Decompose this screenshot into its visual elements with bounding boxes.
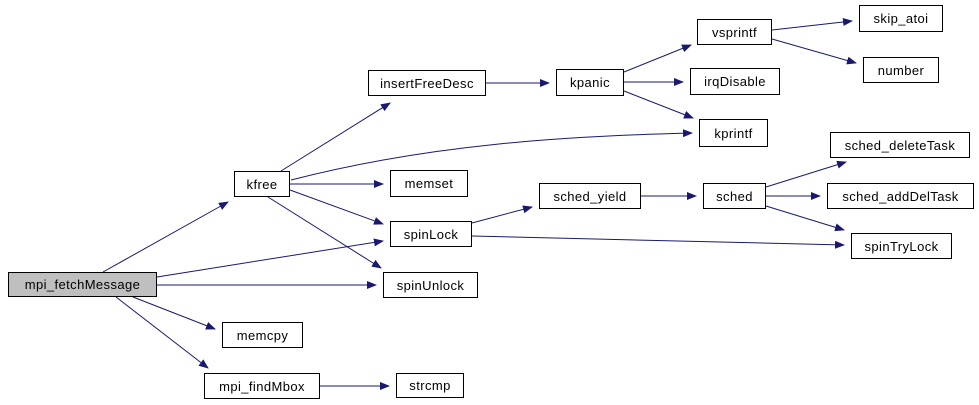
edge-kfree-to-spinLock — [289, 189, 384, 225]
node-spinUnlock[interactable]: spinUnlock — [383, 272, 478, 298]
node-spinTryLock[interactable]: spinTryLock — [851, 233, 952, 259]
node-number[interactable]: number — [863, 57, 939, 83]
node-irqDisable[interactable]: irqDisable — [690, 68, 780, 95]
edge-mpi_fetchMessage-to-mpi_findMbox — [115, 296, 209, 369]
node-kfree[interactable]: kfree — [234, 171, 290, 197]
node-insertFreeDesc[interactable]: insertFreeDesc — [368, 70, 486, 96]
edge-kpanic-to-kprintf — [623, 90, 694, 119]
node-sched_addDelTask[interactable]: sched_addDelTask — [827, 183, 974, 209]
node-memset[interactable]: memset — [390, 170, 468, 197]
edges-group — [102, 18, 857, 390]
node-strcmp[interactable]: strcmp — [396, 373, 464, 398]
edge-sched-to-sched_deleteTask — [765, 160, 847, 188]
edge-mpi_fetchMessage-to-kfree — [102, 201, 229, 273]
node-sched[interactable]: sched — [703, 183, 766, 209]
edge-spinLock-to-spinTryLock — [471, 235, 845, 249]
node-skip_atoi[interactable]: skip_atoi — [859, 5, 943, 32]
edge-vsprintf-to-number — [771, 38, 857, 65]
node-memcpy[interactable]: memcpy — [222, 322, 303, 348]
edge-kfree-to-kprintf — [290, 129, 693, 181]
node-sched_deleteTask[interactable]: sched_deleteTask — [830, 132, 970, 158]
edge-mpi_fetchMessage-to-memcpy — [132, 296, 216, 330]
edge-kpanic-to-vsprintf — [623, 44, 692, 73]
node-vsprintf[interactable]: vsprintf — [697, 19, 772, 45]
node-mpi_fetchMessage: mpi_fetchMessage — [8, 272, 157, 297]
edge-kfree-to-spinUnlock — [267, 196, 382, 269]
edge-sched-to-spinTryLock — [765, 205, 845, 232]
edge-kfree-to-insertFreeDesc — [280, 102, 391, 172]
node-kprintf[interactable]: kprintf — [699, 119, 768, 147]
edge-spinLock-to-sched_yield — [471, 205, 533, 224]
edge-mpi_fetchMessage-to-spinLock — [156, 238, 384, 278]
node-kpanic[interactable]: kpanic — [556, 69, 624, 96]
node-spinLock[interactable]: spinLock — [390, 221, 472, 247]
edge-vsprintf-to-skip_atoi — [771, 18, 853, 31]
node-mpi_findMbox[interactable]: mpi_findMbox — [204, 373, 320, 399]
node-sched_yield[interactable]: sched_yield — [539, 183, 641, 209]
